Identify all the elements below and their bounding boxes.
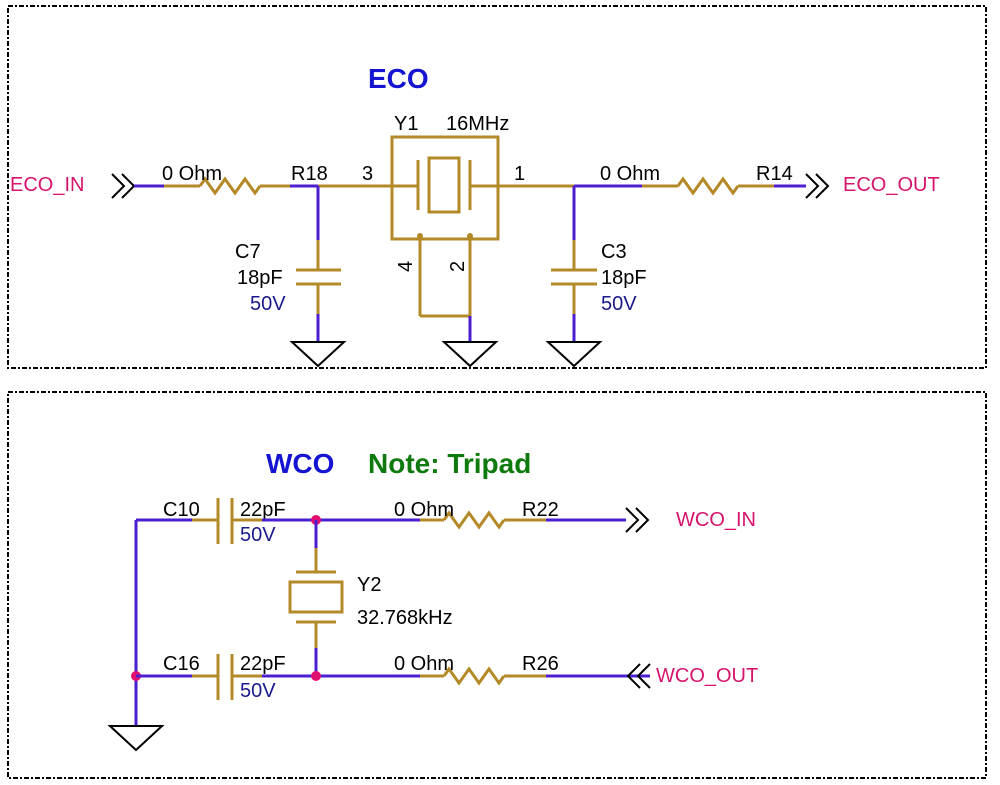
r26-ref: R26 [522, 653, 559, 675]
y2-ref: Y2 [357, 574, 381, 596]
c3-capacitor [551, 240, 597, 314]
r18-ref: R18 [291, 163, 328, 185]
junction-dot [311, 671, 321, 681]
y2-crystal [288, 548, 344, 648]
y1-pin4-dot [417, 233, 423, 239]
ground-icon [107, 725, 165, 752]
r26-value: 0 Ohm [394, 653, 454, 675]
r18-value: 0 Ohm [162, 163, 222, 185]
eco-out-port-icon [805, 173, 830, 199]
c7-voltage: 50V [250, 293, 286, 315]
eco-title: ECO [368, 63, 429, 94]
c16-ref: C16 [163, 653, 200, 675]
y2-value: 32.768kHz [357, 607, 453, 629]
c3-voltage: 50V [601, 293, 637, 315]
ground-icon [545, 341, 603, 368]
c16-voltage: 50V [240, 680, 276, 702]
y1-pin3-label: 3 [362, 163, 373, 185]
wco-frame [7, 391, 987, 779]
c10-ref: C10 [163, 499, 200, 521]
wco-out-net-label: WCO_OUT [656, 665, 758, 687]
c7-capacitor [296, 240, 341, 314]
wco-in-net-label: WCO_IN [676, 509, 756, 531]
r14-ref: R14 [756, 163, 793, 185]
c7-value: 18pF [237, 267, 283, 289]
wco-in-port-icon [625, 507, 650, 533]
ground-icon [441, 341, 499, 368]
y1-ref: Y1 [394, 113, 418, 135]
wco-out-port-icon [626, 663, 651, 689]
c16-value: 22pF [240, 653, 286, 675]
eco-in-port-icon [111, 173, 136, 199]
wco-note: Note: Tripad [368, 448, 531, 479]
r26-resistor [420, 666, 546, 686]
y1-crystal [390, 135, 500, 318]
r22-value: 0 Ohm [394, 499, 454, 521]
r14-value: 0 Ohm [600, 163, 660, 185]
eco-out-net-label: ECO_OUT [843, 174, 940, 196]
r22-ref: R22 [522, 499, 559, 521]
c10-value: 22pF [240, 499, 286, 521]
y1-pin2-label: 2 [447, 261, 469, 272]
y1-pin2-dot [467, 233, 473, 239]
eco-in-net-label: ECO_IN [10, 174, 84, 196]
c3-value: 18pF [601, 267, 647, 289]
eco-frame [7, 5, 987, 369]
y1-value: 16MHz [446, 113, 509, 135]
r22-resistor [420, 510, 546, 530]
ground-icon [289, 341, 347, 368]
wco-title: WCO [266, 448, 334, 479]
y1-pin4-label: 4 [395, 261, 417, 272]
c16-capacitor [192, 654, 262, 700]
c10-capacitor [192, 498, 262, 544]
r18-resistor [164, 176, 290, 196]
c7-ref: C7 [235, 241, 261, 263]
r14-resistor [642, 176, 774, 196]
c10-voltage: 50V [240, 524, 276, 546]
y1-pin1-label: 1 [514, 163, 525, 185]
c3-ref: C3 [601, 241, 627, 263]
